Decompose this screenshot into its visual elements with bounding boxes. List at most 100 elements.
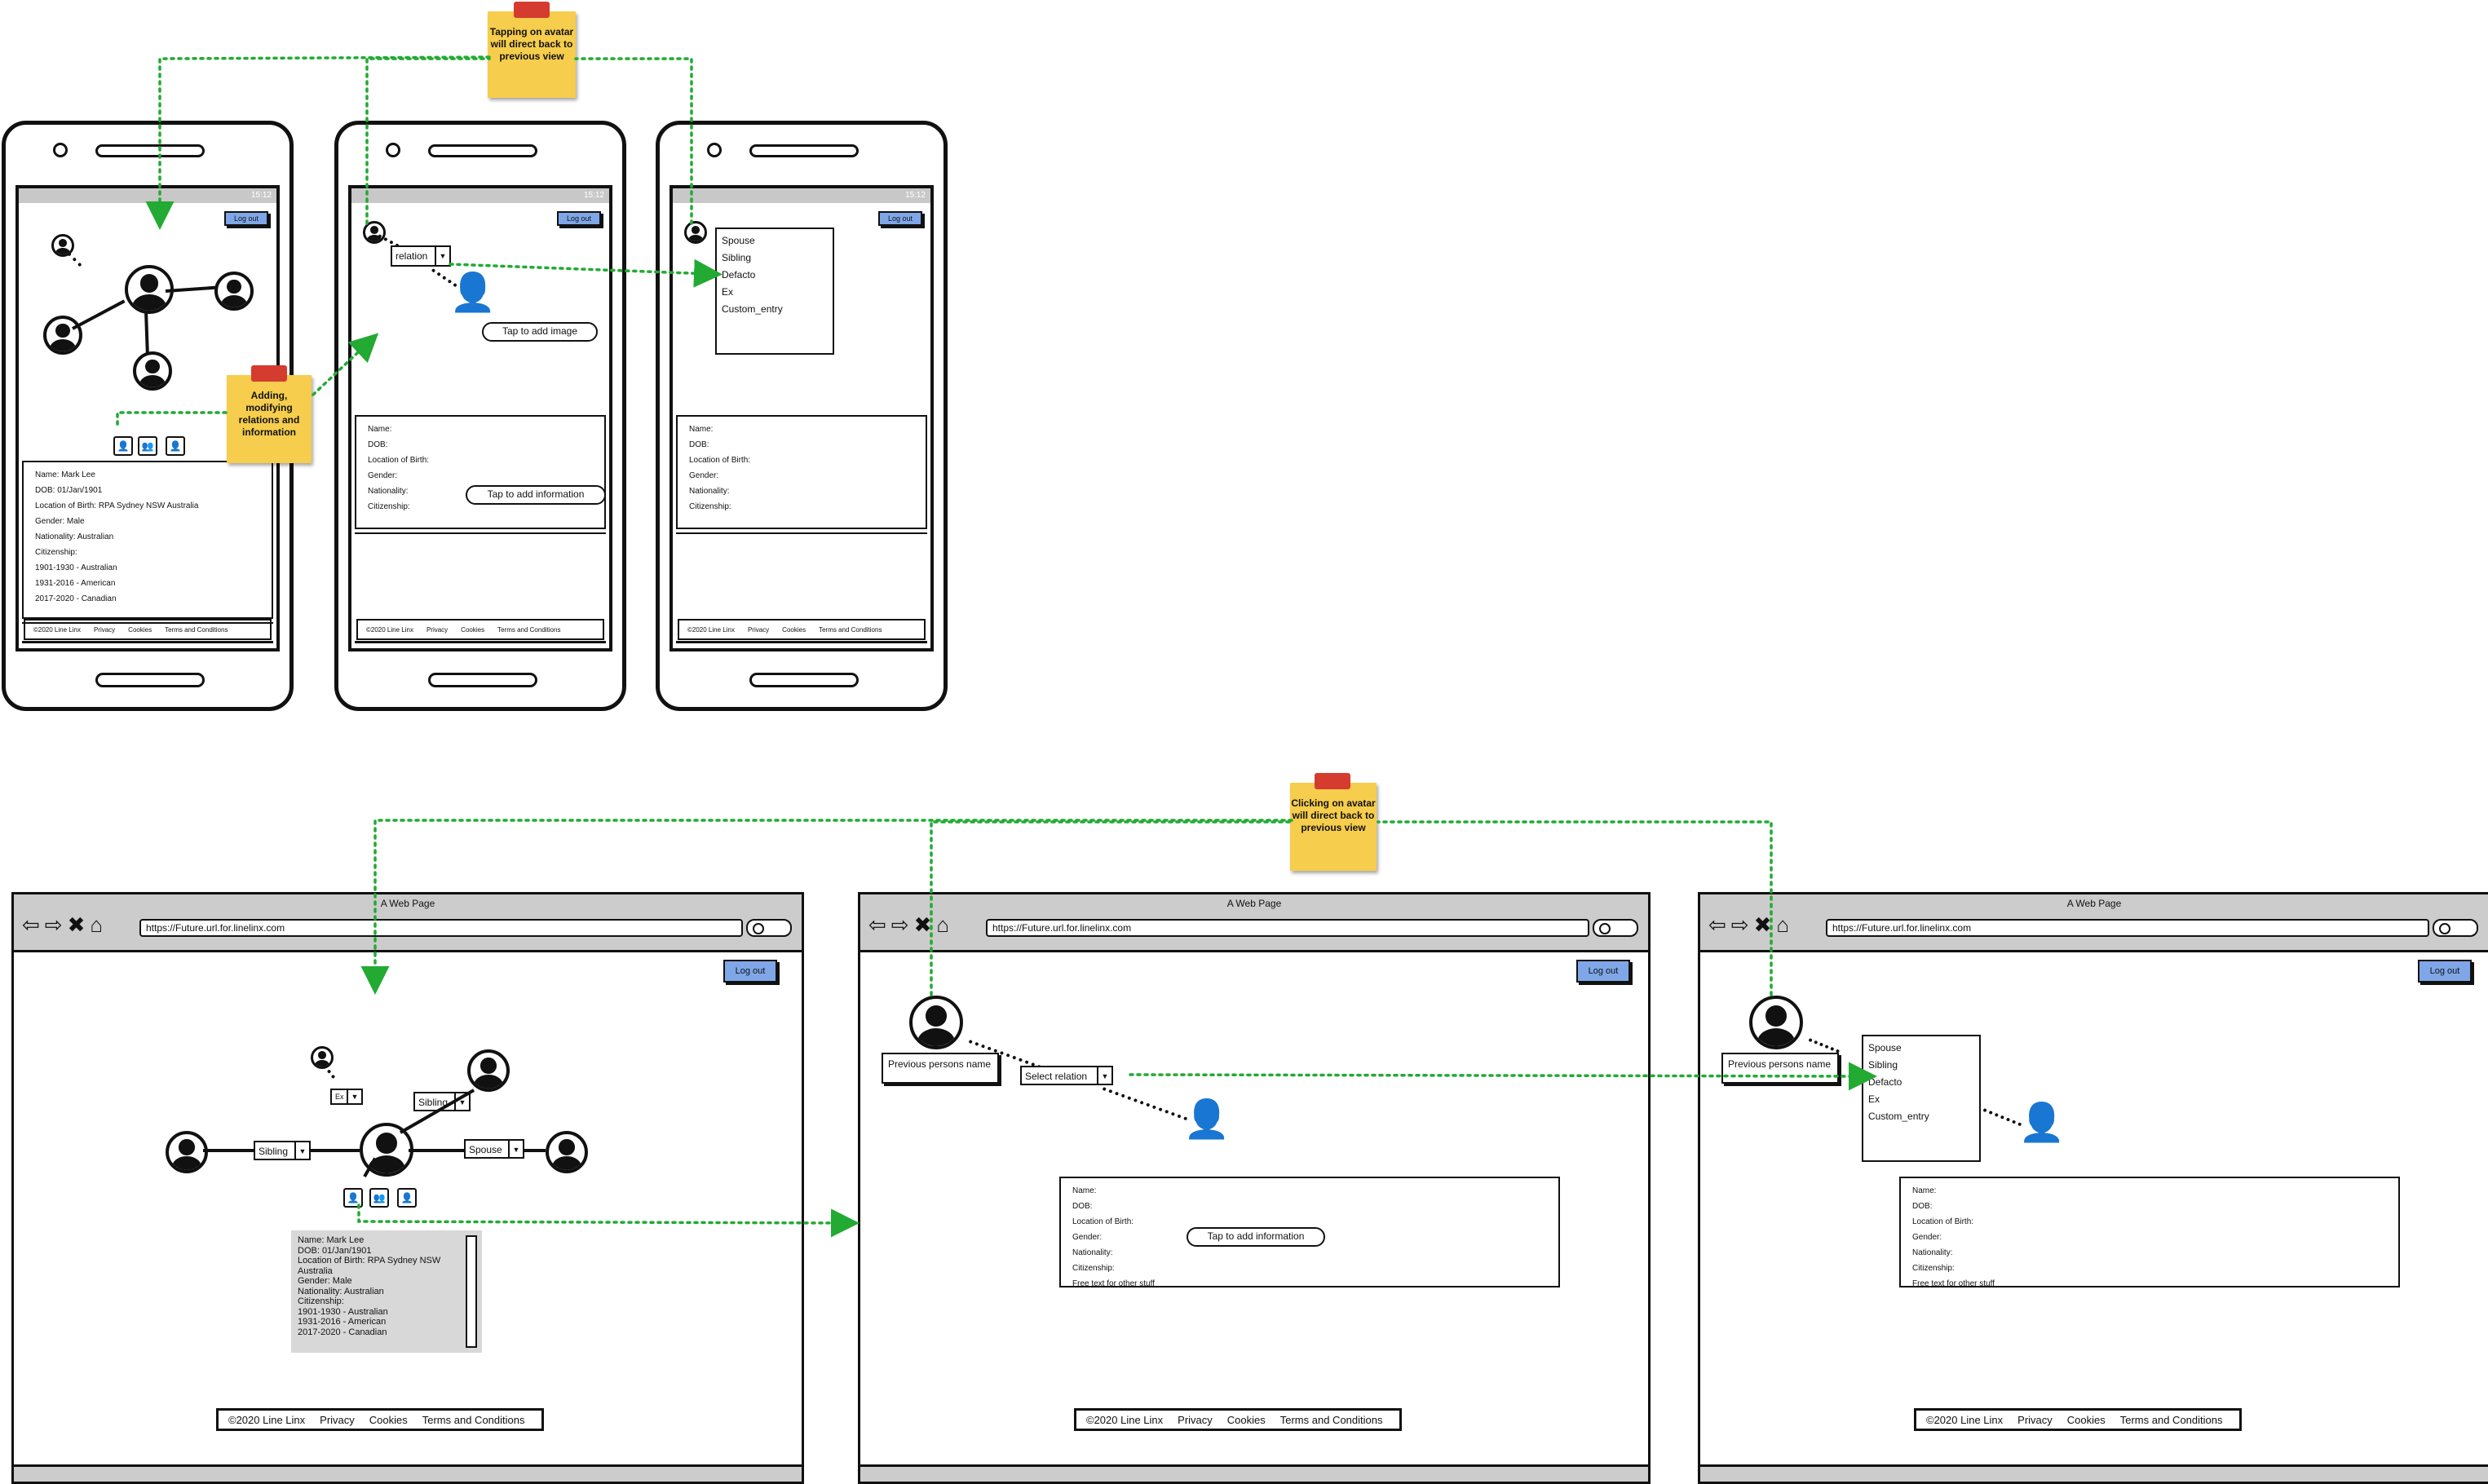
footer-cookies-link[interactable]: Cookies [1226,1413,1266,1426]
option-custom-entry[interactable]: Custom_entry [722,303,783,315]
tape-icon [1315,773,1350,789]
avatar-small[interactable] [51,234,74,257]
field-label: Name: [1912,1186,1937,1195]
info-line: Gender: Male [298,1276,352,1286]
avatar-right[interactable] [214,272,254,311]
footer-privacy-link[interactable]: Privacy [2017,1413,2053,1426]
group-icon[interactable]: 👥 [369,1188,389,1208]
search-icon[interactable] [746,919,792,937]
relation-dropdown-sibling-left[interactable]: Sibling▼ [254,1141,311,1160]
field-label: Location of Birth: [689,456,751,465]
footer-cookies-link[interactable]: Cookies [128,625,152,634]
logout-button[interactable]: Log out [878,211,922,226]
search-icon[interactable] [1593,919,1638,937]
logout-button[interactable]: Log out [1576,960,1630,983]
option-custom-entry[interactable]: Custom_entry [1868,1111,1929,1122]
field-label: Citizenship: [1072,1264,1115,1273]
chevron-down-icon: ▼ [1097,1067,1111,1084]
field-label: Citizenship: [1912,1264,1955,1273]
edit-person-icon[interactable]: 👤 [397,1188,417,1208]
footer-cookies-link[interactable]: Cookies [369,1413,408,1426]
footer: ©2020 Line Linx Privacy Cookies Terms an… [1074,1408,1402,1431]
info-line: 1931-2016 - American [35,579,116,588]
avatar-left[interactable] [166,1131,208,1173]
add-person-icon[interactable]: 👤 [2018,1101,2066,1143]
option-sibling[interactable]: Sibling [1868,1059,1898,1071]
avatar-small[interactable] [363,221,386,244]
footer-terms-link[interactable]: Terms and Conditions [2119,1413,2223,1426]
info-line: Nationality: Australian [35,532,114,541]
option-spouse[interactable]: Spouse [1868,1042,1902,1053]
footer-cookies-link[interactable]: Cookies [461,625,485,634]
previous-person-name: Previous persons name [1721,1053,1839,1084]
footer-privacy-link[interactable]: Privacy [93,625,116,634]
field-label: Gender: [368,471,398,480]
footer-copyright: ©2020 Line Linx [366,625,413,634]
info-panel: Name: Mark Lee DOB: 01/Jan/1901 Location… [22,461,273,619]
logout-button[interactable]: Log out [723,960,777,983]
group-icon[interactable]: 👥 [138,436,157,456]
status-bar: 15:12 [19,188,276,203]
avatar-right[interactable] [546,1131,588,1173]
option-defacto[interactable]: Defacto [1868,1076,1902,1088]
nav-icons[interactable]: ⇦⇨✖⌂ [868,912,955,937]
tooltip-add-info: Tap to add information [1187,1227,1325,1247]
avatar-previous[interactable] [1749,996,1803,1049]
relation-dropdown-spouse[interactable]: Spouse▼ [464,1139,524,1159]
logout-button[interactable]: Log out [224,211,268,226]
edit-person-icon[interactable]: 👤 [166,436,185,456]
relation-dropdown-ex[interactable]: Ex▼ [330,1089,363,1105]
footer-privacy-link[interactable]: Privacy [1178,1413,1213,1426]
option-ex[interactable]: Ex [722,286,734,298]
nav-icons[interactable]: ⇦⇨✖⌂ [22,912,108,937]
nav-icons[interactable]: ⇦⇨✖⌂ [1708,912,1795,937]
field-label: Name: [1072,1186,1097,1195]
footer-privacy-link[interactable]: Privacy [747,625,770,634]
add-person-icon[interactable]: 👤 [1183,1098,1231,1140]
search-icon[interactable] [2433,919,2478,937]
dotted-link [1102,1087,1188,1121]
avatar-small[interactable] [311,1046,334,1069]
logout-button[interactable]: Log out [557,211,601,226]
add-person-icon[interactable]: 👤 [113,436,133,456]
browser-titlebar: A Web Page ⇦⇨✖⌂ https://Future.url.for.l… [1700,894,2488,952]
select-relation-dropdown[interactable]: Select relation▼ [1020,1066,1113,1085]
footer-terms-link[interactable]: Terms and Conditions [1279,1413,1383,1426]
add-person-icon[interactable]: 👤 [343,1188,363,1208]
footer-terms-link[interactable]: Terms and Conditions [819,625,882,634]
field-label: Gender: [1072,1233,1103,1242]
logout-button[interactable]: Log out [2418,960,2472,983]
footer-cookies-link[interactable]: Cookies [782,625,807,634]
url-bar[interactable]: https://Future.url.for.linelinx.com [986,919,1589,937]
avatar-top-right[interactable] [467,1049,510,1092]
footer-terms-link[interactable]: Terms and Conditions [497,625,561,634]
footer-terms-link[interactable]: Terms and Conditions [422,1413,525,1426]
add-person-icon[interactable]: 👤 [449,271,497,313]
option-defacto[interactable]: Defacto [722,269,756,280]
option-ex[interactable]: Ex [1868,1093,1880,1105]
url-bar[interactable]: https://Future.url.for.linelinx.com [139,919,743,937]
relation-dropdown[interactable]: relation▼ [391,245,451,267]
footer-copyright: ©2020 Line Linx [33,625,81,634]
info-line: Name: Mark Lee [298,1235,365,1245]
footer-copyright: ©2020 Line Linx [687,625,735,634]
info-line: Citizenship: [35,548,77,557]
browser-1: A Web Page ⇦⇨✖⌂ https://Future.url.for.l… [11,892,804,1484]
footer-terms-link[interactable]: Terms and Conditions [165,625,228,634]
footer-cookies-link[interactable]: Cookies [2066,1413,2106,1426]
avatar-bottom[interactable] [133,351,172,391]
browser-statusbar [860,1464,1648,1482]
url-bar[interactable]: https://Future.url.for.linelinx.com [1826,919,2429,937]
avatar-small[interactable] [684,221,707,244]
scrollbar[interactable] [466,1235,477,1348]
relation-label: Sibling [418,1097,449,1108]
footer-privacy-link[interactable]: Privacy [426,625,449,634]
avatar-left[interactable] [43,316,82,355]
option-spouse[interactable]: Spouse [722,235,755,246]
avatar-previous[interactable] [909,996,963,1049]
status-bar: 15:12 [351,188,609,203]
info-panel: Name: DOB: Location of Birth: Gender: Na… [676,415,927,529]
option-sibling[interactable]: Sibling [722,252,752,263]
footer-privacy-link[interactable]: Privacy [320,1413,355,1426]
info-line: Location of Birth: RPA Sydney NSW [298,1256,441,1265]
